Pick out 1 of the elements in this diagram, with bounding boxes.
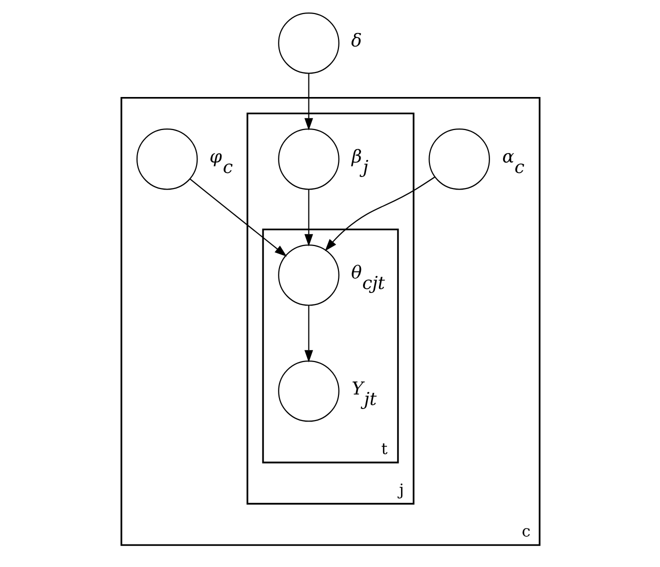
node-label: δ [350, 30, 362, 52]
